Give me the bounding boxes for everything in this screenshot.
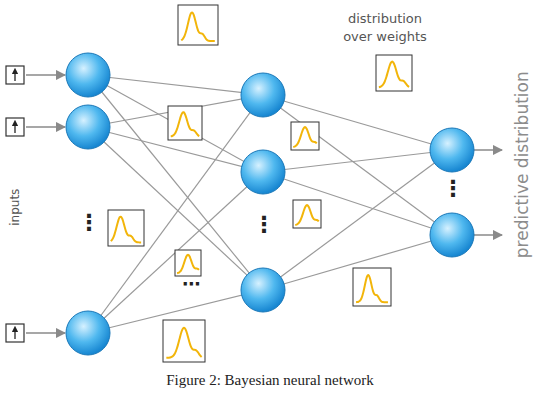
distribution-curve	[111, 217, 141, 243]
neuron	[241, 268, 285, 312]
weight-line	[88, 172, 263, 333]
distribution-box	[175, 250, 201, 276]
figure-caption: Figure 2: Bayesian neural network	[0, 372, 540, 389]
input-arrow	[26, 126, 65, 128]
neuron	[241, 73, 285, 117]
distribution-box	[293, 200, 321, 228]
weight-line	[263, 150, 452, 172]
distribution-box	[178, 5, 218, 45]
distribution-curve	[166, 328, 201, 358]
distribution-box	[108, 210, 144, 246]
annotation-label: distribution over weights	[335, 10, 435, 45]
ellipsis-mark: ⋮	[253, 214, 273, 236]
ellipsis-mark: ⋮	[78, 212, 98, 234]
output-arrow	[474, 149, 502, 151]
input-up-arrow	[14, 123, 15, 133]
neuron	[66, 105, 110, 149]
weight-line	[88, 75, 263, 95]
weight-line	[263, 172, 452, 235]
input-box	[6, 66, 24, 84]
neuron	[430, 213, 474, 257]
weight-line	[263, 95, 452, 150]
neuron	[241, 150, 285, 194]
neuron	[66, 311, 110, 355]
distribution-curve	[181, 12, 215, 41]
distribution-box	[163, 320, 205, 362]
weight-line	[263, 95, 452, 235]
neuron	[66, 53, 110, 97]
ellipsis-mark: ⋯	[176, 275, 206, 293]
inputs-group	[6, 66, 65, 342]
distribution-curve	[356, 275, 388, 302]
input-arrow	[26, 74, 65, 76]
distribution-curve	[177, 255, 199, 273]
annotation-label: inputs	[8, 182, 22, 232]
output-arrow	[474, 234, 502, 236]
ellipsis-mark: ⋮	[442, 178, 462, 200]
weight-line	[88, 127, 263, 290]
distribution-curve	[171, 112, 200, 136]
distribution-box	[168, 106, 202, 140]
input-box	[6, 118, 24, 136]
neurons	[66, 53, 474, 355]
input-up-arrow	[14, 71, 15, 81]
input-arrow	[26, 332, 65, 334]
distribution-curve	[293, 127, 317, 147]
annotation-label: predictive distribution	[512, 88, 532, 258]
weight-line	[88, 95, 263, 333]
input-box	[6, 324, 24, 342]
distribution-box	[291, 122, 319, 150]
weight-line	[88, 75, 263, 290]
distribution-curve	[379, 62, 409, 88]
weight-distributions	[108, 5, 412, 362]
weight-line	[88, 75, 263, 172]
neuron	[430, 128, 474, 172]
distribution-box	[353, 268, 391, 306]
input-up-arrow	[14, 329, 15, 339]
distribution-box	[376, 55, 412, 91]
distribution-curve	[295, 205, 319, 225]
